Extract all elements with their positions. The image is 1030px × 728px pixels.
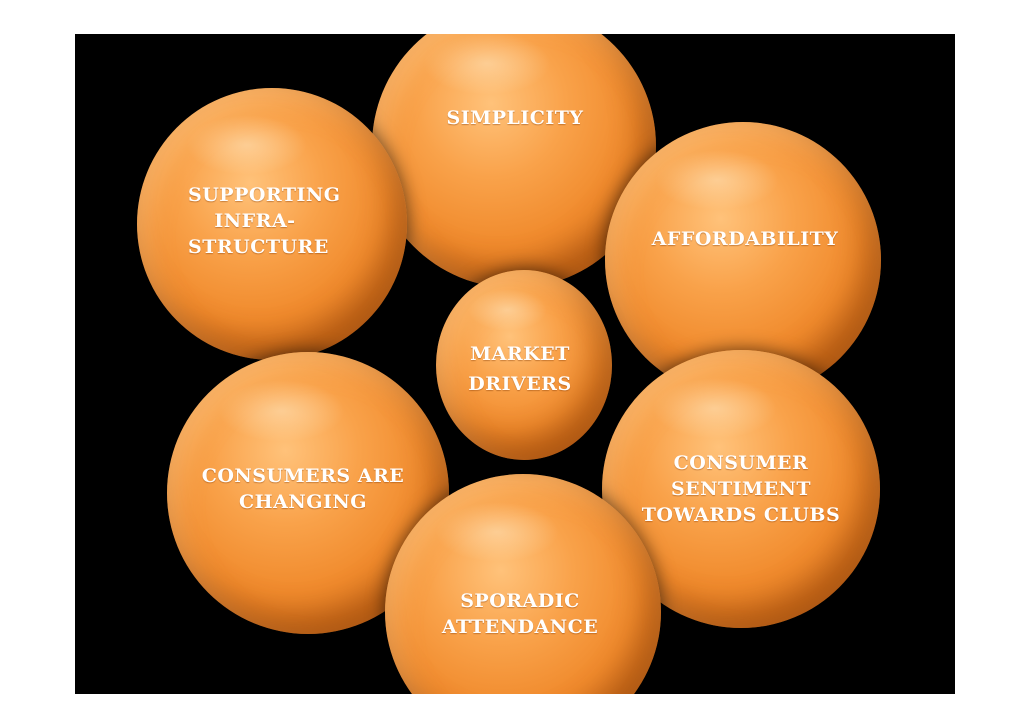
label-consumers-changing: CONSUMERS ARE CHANGING [201,463,405,515]
label-affordability-line: AFFORDABILITY [651,228,839,250]
bubble-supporting-infrastructure [137,88,407,360]
label-market-drivers-line-2: DRIVERS [468,373,572,395]
label-affordability: AFFORDABILITY [635,226,855,252]
label-market-drivers: MARKET DRIVERS [445,339,595,399]
label-simplicity-line: SIMPLICITY [446,107,584,129]
label-sporadic-attendance-line-1: SPORADIC [460,590,580,612]
label-consumer-sentiment-line-3: TOWARDS CLUBS [641,504,841,526]
label-market-drivers-line-1: MARKET [470,343,570,365]
label-consumer-sentiment-line-2: SENTIMENT [670,478,812,500]
label-supporting-infrastructure-line-3: STRUCTURE [188,236,329,258]
label-sporadic-attendance: SPORADIC ATTENDANCE [425,588,615,640]
label-supporting-infrastructure: SUPPORTING INFRA- STRUCTURE [188,182,341,260]
label-consumers-changing-line-2: CHANGING [239,491,367,513]
bubble-simplicity [372,34,656,288]
bubble-sporadic-attendance [385,474,661,694]
label-supporting-infrastructure-line-2: INFRA- [214,210,296,232]
label-consumers-changing-line-1: CONSUMERS ARE [201,465,405,487]
label-simplicity: SIMPLICITY [415,105,615,131]
diagram-canvas: SIMPLICITY SUPPORTING INFRA- STRUCTURE A… [75,34,955,694]
label-supporting-infrastructure-line-1: SUPPORTING [188,184,341,206]
bubble-market-drivers-center [436,270,612,460]
label-consumer-sentiment: CONSUMER SENTIMENT TOWARDS CLUBS [641,450,841,528]
label-sporadic-attendance-line-2: ATTENDANCE [441,616,599,638]
label-consumer-sentiment-line-1: CONSUMER [673,452,809,474]
